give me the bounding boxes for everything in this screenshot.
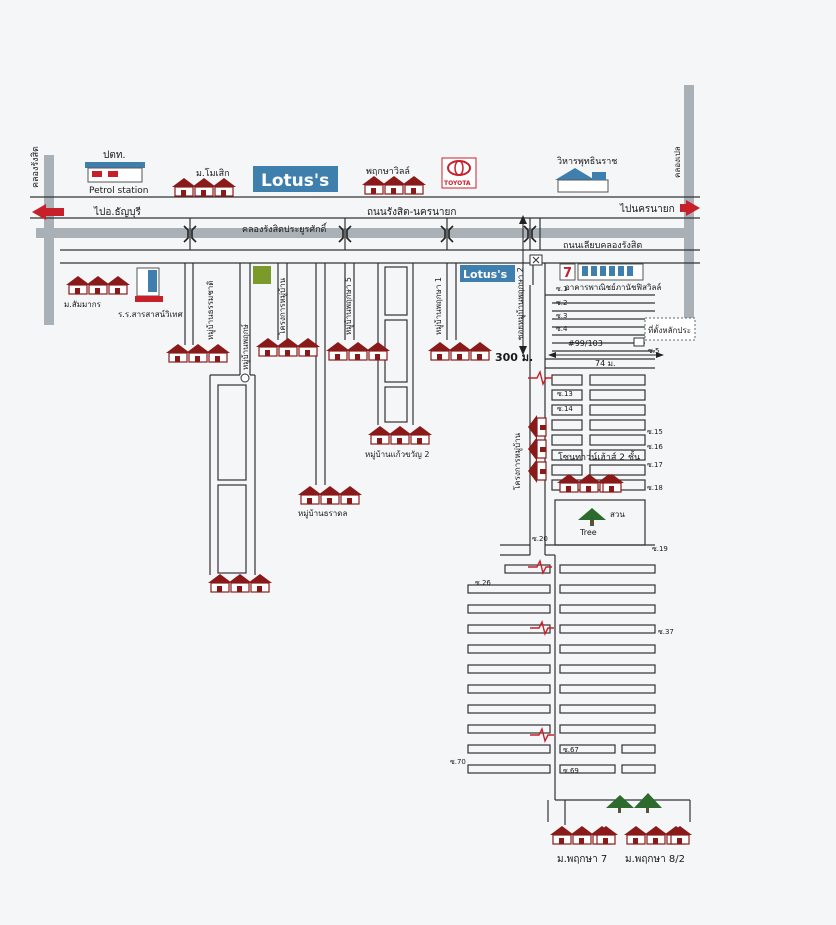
- trees-icon: [606, 793, 662, 813]
- arrow-300m-icon: [519, 215, 527, 355]
- lotus-logo: [253, 166, 338, 192]
- soi-label: ซ.13: [557, 390, 573, 398]
- label-petrol-station: Petrol station: [89, 186, 149, 196]
- label-address: #99/103: [568, 339, 603, 348]
- label-klong-prayoon: คลองรังสิตประยูรศักดิ์: [242, 222, 328, 235]
- label-village-b: หมู่บ้านพฤกษ์: [240, 324, 251, 370]
- arrow-right-icon: [680, 200, 700, 216]
- lotus-small-logo: [460, 265, 515, 282]
- label-village-d: หมู่บ้านพฤกษา 5: [344, 277, 354, 335]
- label-townhouse-left: โครงการหมู่บ้าน: [512, 432, 523, 490]
- village-kaew-houses-icon: [368, 426, 432, 444]
- soi-label: ซ.18: [647, 484, 663, 492]
- label-lieb-klong-road: ถนนเลียบคลองรังสิต: [563, 240, 642, 251]
- left-side-roads: [184, 263, 457, 575]
- label-village-a: หมู่บ้านธรรมชาติ: [206, 281, 216, 340]
- label-soi-main: ซอยหมู่บ้านพฤกษา 2: [516, 267, 526, 340]
- soi-grid-south: [467, 564, 656, 774]
- arrow-74m-icon: [548, 352, 664, 358]
- label-townhouse-right: โซนทาวน์เฮ้าส์ 2 ชั้น: [558, 450, 640, 463]
- label-distance-300: 300 ม.: [495, 351, 533, 364]
- label-ptt: ปตท.: [103, 150, 126, 161]
- soi-label: ซ.17: [647, 461, 663, 469]
- label-toyota: TOYOTA: [444, 180, 471, 187]
- village-c-houses-icon: [256, 338, 320, 356]
- label-klong-rangsit: คลองรังสิต: [30, 146, 41, 188]
- label-mo-pruksa7: ม.พฤกษา 7: [557, 854, 607, 865]
- location-box: [644, 317, 696, 341]
- label-distance-74: 74 ม.: [595, 359, 616, 368]
- label-mo-mosaic: ม.โมเสิก: [196, 168, 230, 179]
- garden-area: [554, 499, 646, 546]
- soi-label: ซ.67: [563, 746, 579, 754]
- label-klong-prem: คลองเปล: [673, 146, 682, 178]
- soi-label: ซ.2: [556, 299, 567, 307]
- soi-label: ซ.26: [475, 579, 491, 587]
- village-b-houses-icon: [208, 574, 272, 592]
- soi-label: ซ.19: [652, 545, 668, 553]
- svg-text:7: 7: [563, 266, 572, 281]
- label-to-thanyaburi: ไปอ.ธัญบุรี: [93, 206, 142, 218]
- seven-eleven-right-icon: [559, 263, 576, 281]
- soi-label: ซ.69: [563, 767, 579, 775]
- soi-label: ซ.20: [532, 535, 548, 543]
- mo-mosaic-houses-icon: [172, 178, 236, 196]
- lotus-main-text: Lotus's: [261, 171, 329, 191]
- label-mo-saimakorn: ม.สัมมากร: [64, 300, 102, 309]
- soi-label: ซ.3: [556, 312, 567, 320]
- label-pruksa-ville: พฤกษาวิลล์: [366, 165, 410, 177]
- lotus-small-text: Lotus's: [463, 268, 508, 281]
- label-location: ที่ตั้งหลักประ: [648, 324, 691, 335]
- village-e-houses-icon: [428, 342, 492, 360]
- mo-saimakorn-houses-icon: [66, 276, 130, 294]
- canal-band: [36, 228, 686, 238]
- school-icon: [135, 267, 163, 302]
- temple-icon: [555, 168, 609, 193]
- village-thara-houses-icon: [298, 486, 362, 504]
- label-to-nakhon-nayok: ไปนครนายก: [619, 203, 675, 215]
- soi-label: ซ.37: [658, 628, 674, 636]
- soi-label: ซ.1: [556, 285, 567, 293]
- label-village-kaew: หมู่บ้านแก้วขวัญ 2: [365, 450, 430, 460]
- soi-label: ซ.70: [450, 758, 466, 766]
- label-commercial: อาคารพาณิชย์ภานัชฟิสวิลล์: [565, 282, 661, 292]
- toyota-logo-icon: [441, 157, 477, 189]
- label-garden: สวน: [610, 510, 625, 519]
- soi-label: ซ.15: [647, 428, 663, 436]
- label-village-thara: หมู่บ้านธราดล: [298, 509, 347, 519]
- label-tree: Tree: [579, 528, 597, 537]
- left-canal: [44, 155, 54, 325]
- soi-label: ซ.5: [648, 347, 659, 355]
- label-village-e: หมู่บ้านพฤกษา 1: [434, 277, 444, 335]
- village-a-houses-icon: [166, 344, 230, 362]
- soi-label: ซ.16: [647, 443, 663, 451]
- townhouse-left-icon: [527, 414, 547, 484]
- seven-eleven-icon: [253, 266, 271, 284]
- arrow-left-icon: [32, 204, 64, 220]
- label-mo-pruksa82: ม.พฤกษา 8/2: [625, 854, 685, 865]
- bridge-markers: [183, 225, 537, 243]
- tree-icon: [578, 508, 606, 520]
- pruksa-ville-houses-icon: [362, 176, 426, 194]
- label-wihan: วิหารพุทธินราช: [557, 156, 617, 167]
- label-village-c: โครงการหมู่บ้าน: [277, 277, 288, 335]
- label-school: ร.ร.สารสาสน์วิเทศ: [118, 309, 183, 319]
- petrol-station-icon: [85, 162, 145, 183]
- label-rangsit-road: ถนนรังสิต-นครนายก: [367, 207, 456, 218]
- village-d-houses-icon: [326, 342, 390, 360]
- location-pin-icon: [633, 337, 645, 347]
- soi-label: ซ.4: [556, 325, 568, 333]
- soi-label: ซ.14: [557, 405, 573, 413]
- commercial-building-icon: [577, 263, 644, 281]
